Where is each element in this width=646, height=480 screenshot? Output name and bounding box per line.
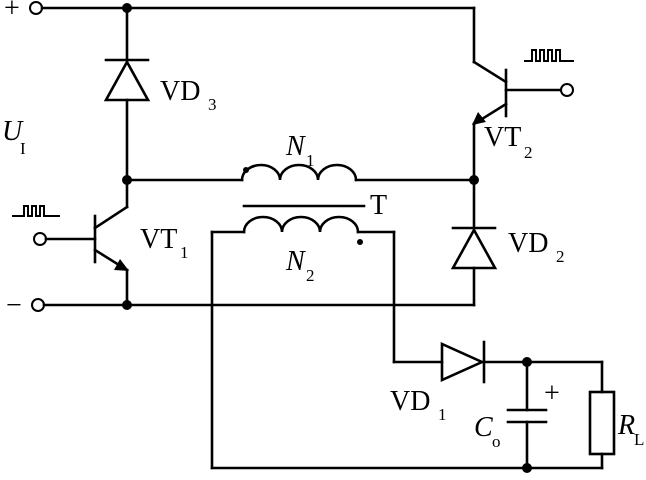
svg-text:1: 1	[438, 405, 447, 424]
primary-winding-wire	[122, 175, 479, 185]
diode-vd1-label: VD 1	[390, 386, 447, 424]
vt1-base-terminal	[33, 232, 97, 246]
negative-supply-terminal: −	[6, 290, 45, 321]
svg-text:2: 2	[306, 266, 315, 285]
svg-text:VD: VD	[160, 76, 200, 107]
top-rail	[40, 3, 476, 64]
secondary-winding-label: N 2	[285, 246, 315, 285]
diode-vd1	[440, 340, 604, 384]
svg-text:VD: VD	[508, 228, 548, 259]
svg-text:R: R	[617, 410, 635, 441]
positive-supply-terminal: +	[4, 0, 43, 24]
diode-vd3	[103, 6, 151, 182]
minus-label: −	[6, 290, 22, 321]
output-capacitor	[506, 360, 548, 473]
transistor-vt2	[472, 60, 508, 182]
primary-winding-label: N 1	[285, 131, 315, 170]
svg-text:VT: VT	[140, 224, 177, 255]
vt2-pulse-signal-icon	[524, 49, 574, 62]
transformer-label: T	[370, 190, 387, 221]
diode-vd2-label: VD 2	[508, 228, 565, 266]
diode-vd3-label: VD 3	[160, 76, 217, 114]
capacitor-polarity-plus: +	[544, 378, 560, 409]
svg-text:3: 3	[208, 95, 217, 114]
plus-label: +	[4, 0, 20, 24]
svg-text:1: 1	[306, 151, 315, 170]
secondary-winding-n2	[242, 215, 363, 245]
transistor-vt1	[93, 178, 129, 307]
diode-vd2	[450, 178, 498, 307]
svg-text:N: N	[285, 246, 306, 277]
svg-text:C: C	[474, 412, 493, 443]
transistor-vt1-label: VT 1	[140, 224, 189, 262]
svg-text:2: 2	[524, 143, 533, 162]
svg-text:1: 1	[180, 243, 189, 262]
input-voltage-label: U I	[2, 116, 26, 158]
vt2-base-terminal	[504, 83, 574, 97]
vt1-pulse-signal-icon	[12, 205, 60, 217]
svg-text:U: U	[2, 116, 24, 147]
secondary-wiring	[210, 230, 604, 470]
svg-text:o: o	[492, 432, 501, 451]
svg-text:I: I	[20, 139, 26, 158]
svg-text:VT: VT	[484, 122, 521, 153]
transistor-vt2-label: VT 2	[484, 122, 533, 162]
primary-winding-n1	[240, 163, 358, 182]
svg-text:2: 2	[556, 247, 565, 266]
svg-text:N: N	[285, 131, 306, 162]
svg-text:VD: VD	[390, 386, 430, 417]
output-capacitor-label: C o	[474, 412, 501, 451]
bottom-rail	[42, 300, 476, 310]
svg-text:L: L	[634, 430, 644, 449]
load-resistor-label: R L	[617, 410, 644, 449]
load-resistor	[588, 360, 616, 470]
